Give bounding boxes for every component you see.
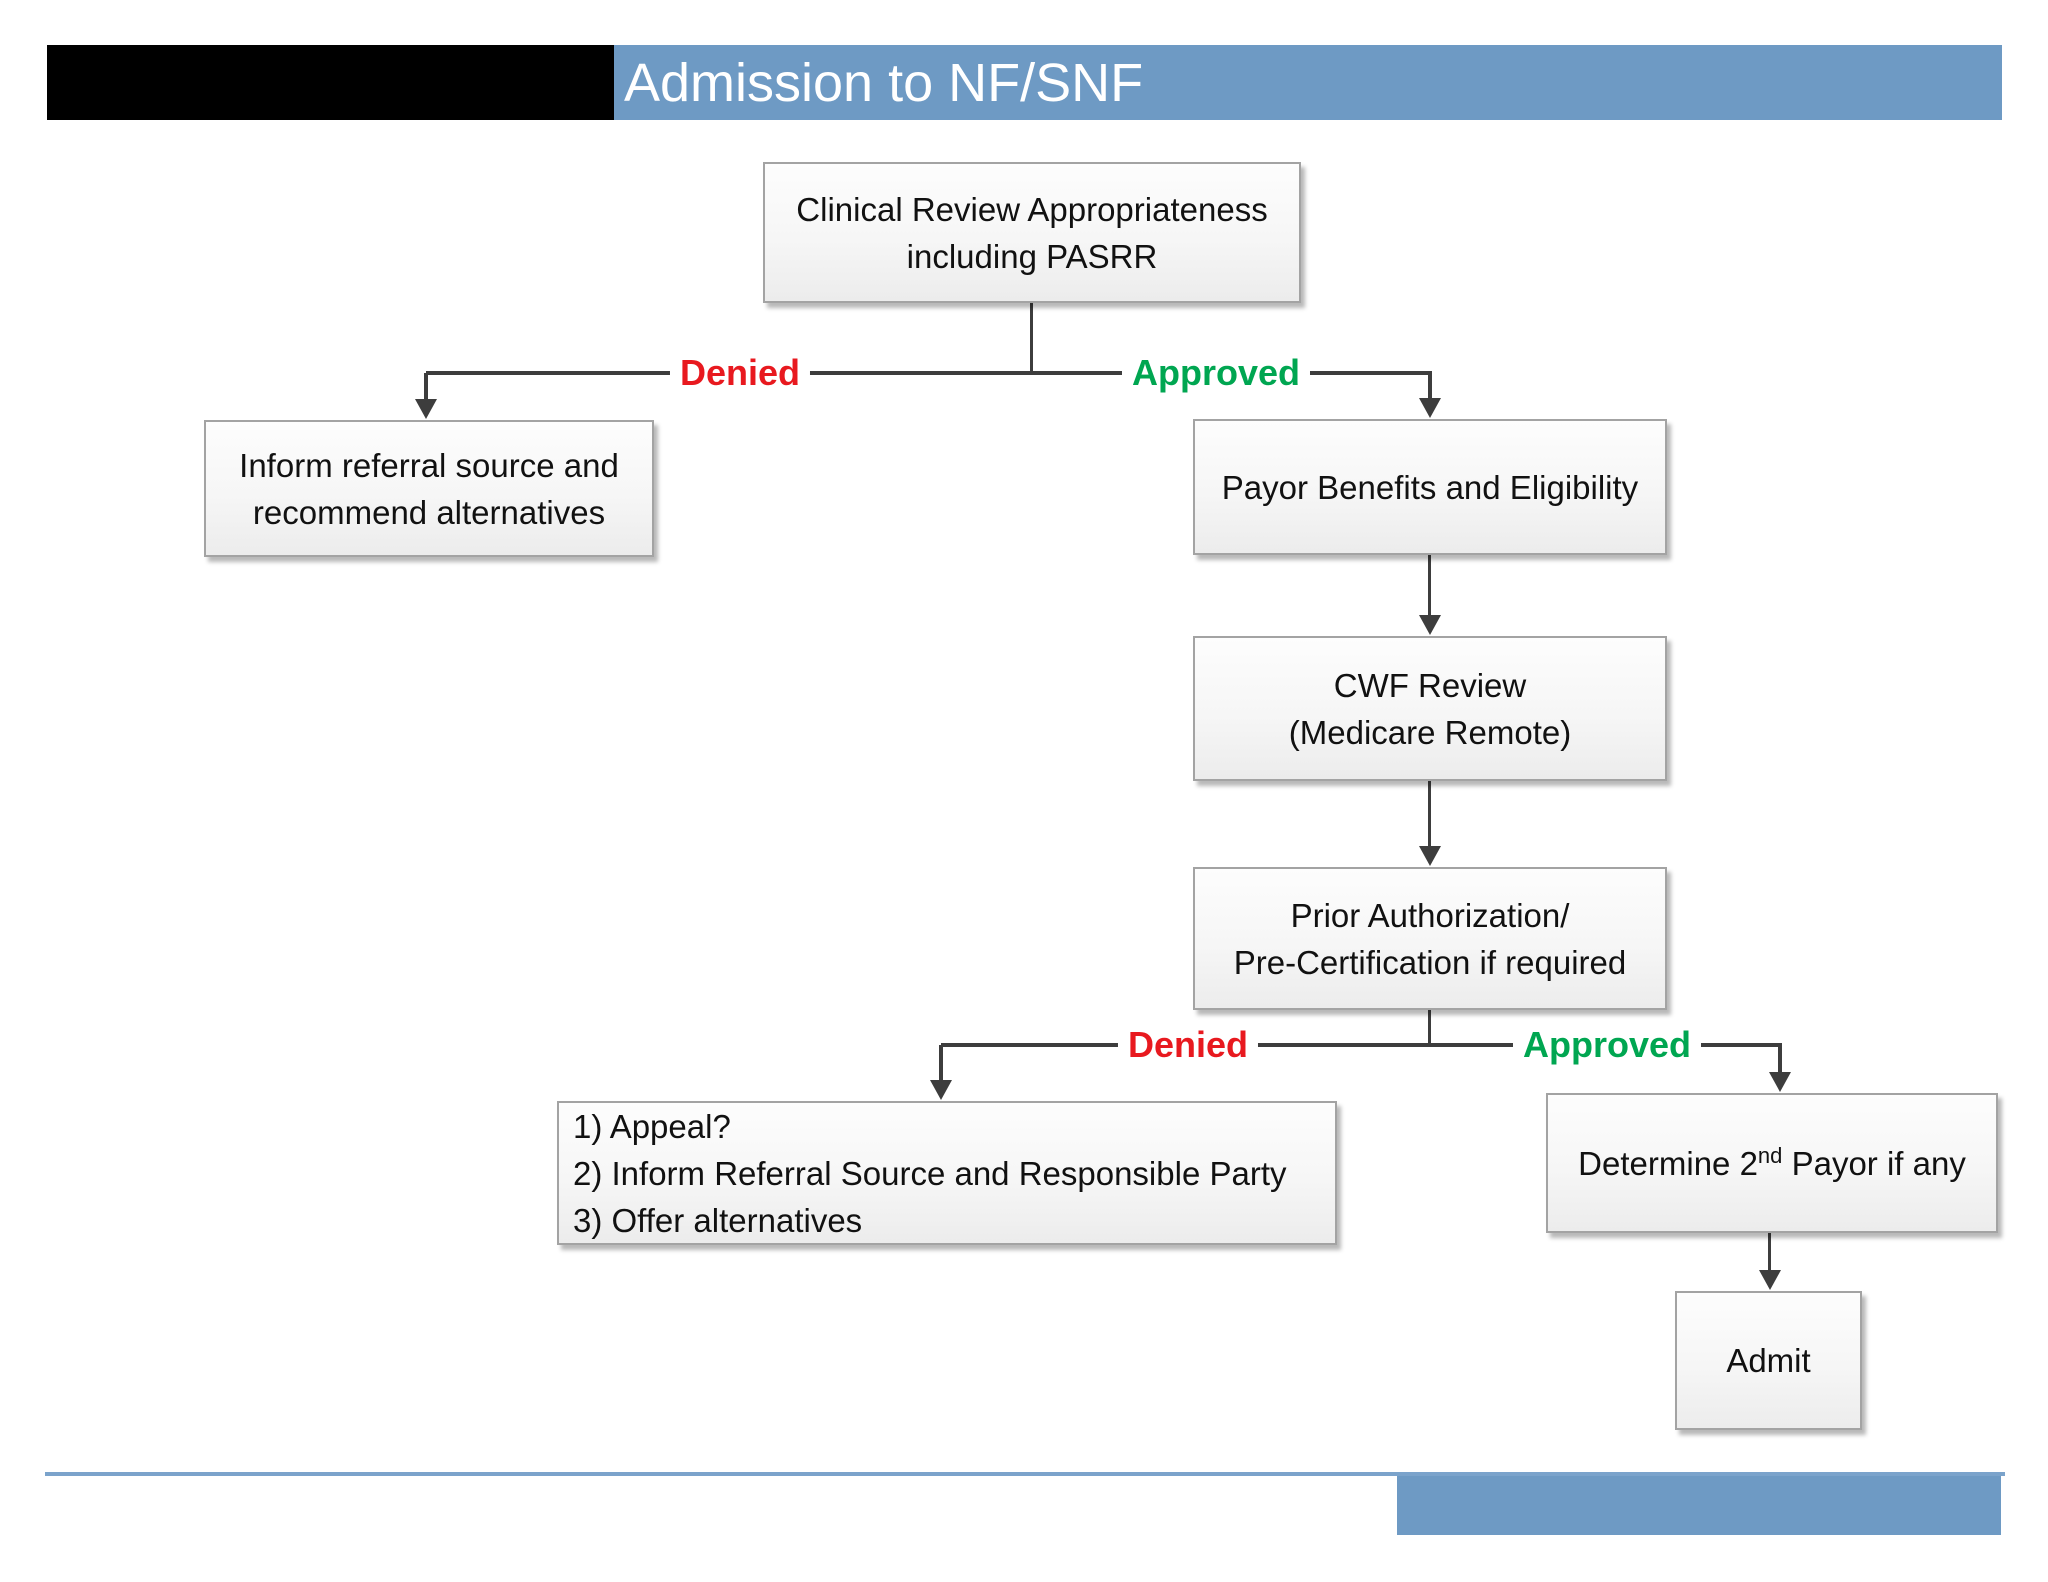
node-text: (Medicare Remote): [1288, 713, 1572, 751]
branch2-approved-label: Approved: [1512, 1024, 1702, 1066]
branch2-line: [941, 1043, 1782, 1047]
title-bar: Admission to NF/SNF: [614, 45, 2002, 120]
branch1-denied-label: Denied: [669, 352, 811, 394]
node-appeal-options: 1) Appeal? 2) Inform Referral Source and…: [557, 1101, 1337, 1245]
node-text: CWF Review: [1333, 666, 1527, 704]
node-clinical-review: Clinical Review Appropriateness includin…: [763, 162, 1301, 303]
redacted-logo-block: [47, 45, 614, 120]
node-text: 3) Offer alternatives: [573, 1201, 863, 1239]
node-text: including PASRR: [906, 237, 1158, 275]
node-text: 2) Inform Referral Source and Responsibl…: [573, 1154, 1287, 1192]
footer-accent-bar: [1397, 1476, 2001, 1535]
branch1-line: [426, 371, 1432, 375]
node-cwf-review: CWF Review (Medicare Remote): [1193, 636, 1667, 781]
node-text: Pre-Certification if required: [1233, 943, 1627, 981]
arrow-down-icon: [1769, 1072, 1791, 1092]
node-text: recommend alternatives: [252, 493, 606, 531]
node-text: Payor Benefits and Eligibility: [1221, 468, 1639, 506]
connector-cwf-prior: [1428, 781, 1431, 848]
node-inform-referral: Inform referral source and recommend alt…: [204, 420, 654, 557]
connector-determine-admit: [1768, 1233, 1771, 1272]
node-prior-authorization: Prior Authorization/ Pre-Certification i…: [1193, 867, 1667, 1010]
branch2-left-stub: [939, 1045, 943, 1082]
node-text: Prior Authorization/: [1290, 896, 1570, 934]
page-title: Admission to NF/SNF: [624, 52, 1144, 113]
arrow-down-icon: [415, 399, 437, 419]
branch2-right-stub: [1778, 1045, 1782, 1074]
node-text: 1) Appeal?: [573, 1107, 731, 1145]
node-determine-second-payor: Determine 2nd Payor if any: [1546, 1093, 1998, 1233]
arrow-down-icon: [1419, 846, 1441, 866]
branch1-approved-label: Approved: [1121, 352, 1311, 394]
arrow-down-icon: [1419, 398, 1441, 418]
node-text: Clinical Review Appropriateness: [796, 190, 1268, 228]
arrow-down-icon: [930, 1080, 952, 1100]
arrow-down-icon: [1419, 615, 1441, 635]
node-text: Admit: [1726, 1342, 1811, 1379]
connector-prior-down: [1428, 1010, 1431, 1045]
node-text: Inform referral source and: [239, 446, 619, 484]
node-text: Determine 2nd Payor if any: [1578, 1142, 1966, 1182]
node-payor-benefits: Payor Benefits and Eligibility: [1193, 419, 1667, 555]
branch2-denied-label: Denied: [1117, 1024, 1259, 1066]
connector-payor-cwf: [1428, 555, 1431, 618]
branch1-left-stub: [424, 373, 428, 400]
arrow-down-icon: [1759, 1270, 1781, 1290]
superscript-nd: nd: [1757, 1142, 1783, 1168]
branch1-right-stub: [1428, 373, 1432, 400]
footer-divider-line: [45, 1472, 2005, 1476]
node-admit: Admit: [1675, 1291, 1862, 1430]
connector-clinical-down: [1030, 303, 1033, 373]
